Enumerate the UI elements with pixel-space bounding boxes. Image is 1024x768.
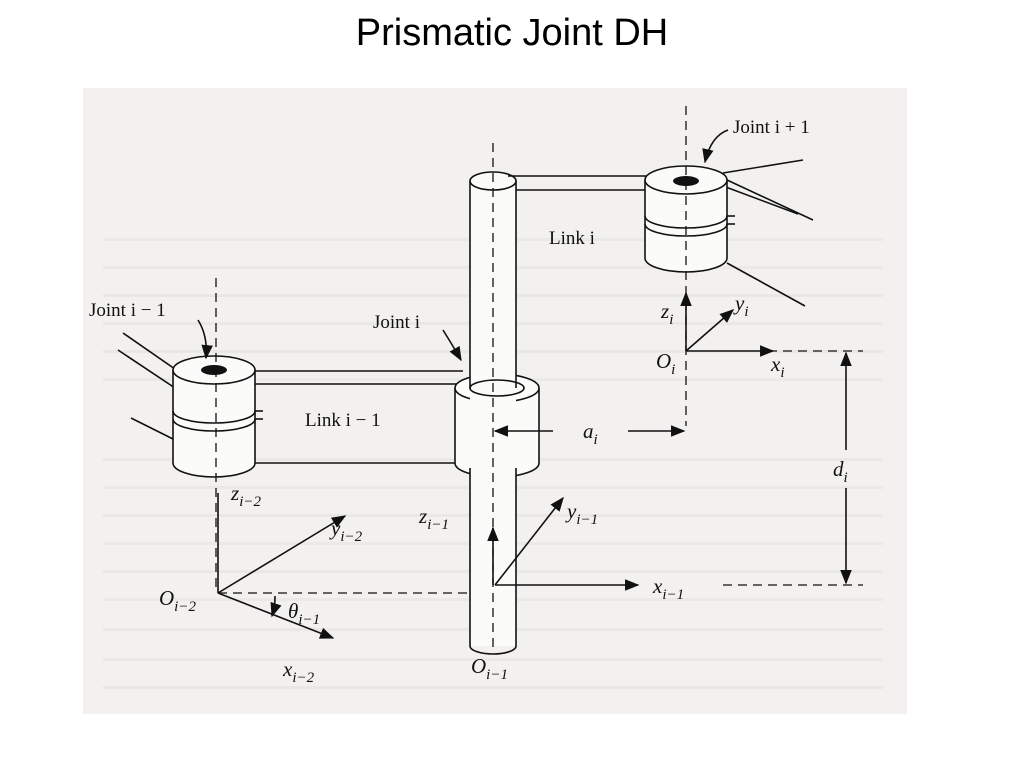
slide-title: Prismatic Joint DH [355, 12, 669, 54]
symbol-x-prev1: xi−1 [652, 574, 684, 603]
joint-prev-hole [201, 365, 227, 375]
symbol-theta-prev1: θi−1 [288, 599, 320, 628]
label-joint-prev: Joint i − 1 [89, 300, 166, 321]
symbol-x-prev2: xi−2 [282, 657, 315, 686]
symbol-y-prev2: yi−2 [329, 516, 363, 545]
label-link-curr: Link i [549, 228, 595, 249]
symbol-z-prev2: zi−2 [230, 481, 261, 510]
link-curr-arm [508, 175, 651, 191]
symbol-z-prev1: zi−1 [418, 504, 449, 533]
frame-prev2-axes [217, 493, 347, 639]
symbol-o-i: Oi [656, 349, 675, 378]
symbol-o-prev1: Oi−1 [471, 654, 508, 683]
symbol-x-i: xi [770, 352, 785, 381]
symbol-z-i: zi [660, 299, 673, 328]
frame-prev1-axes [487, 496, 640, 591]
joint-prev-assembly [117, 332, 263, 478]
symbol-y-prev1: yi−1 [565, 499, 598, 528]
dh-diagram-figure: Joint i − 1 Joint i Joint i + 1 Link i −… [83, 88, 907, 714]
label-joint-curr: Joint i [373, 312, 420, 333]
symbol-a-i: ai [583, 419, 598, 448]
label-link-prev: Link i − 1 [305, 410, 381, 431]
symbol-d-i: di [833, 457, 848, 486]
symbol-y-i: yi [733, 291, 749, 320]
symbol-o-prev2: Oi−2 [159, 586, 196, 615]
leader-arrows [197, 129, 729, 362]
frame-i-axes [680, 291, 775, 357]
link-prev-body [255, 370, 463, 464]
label-joint-next: Joint i + 1 [733, 117, 810, 138]
